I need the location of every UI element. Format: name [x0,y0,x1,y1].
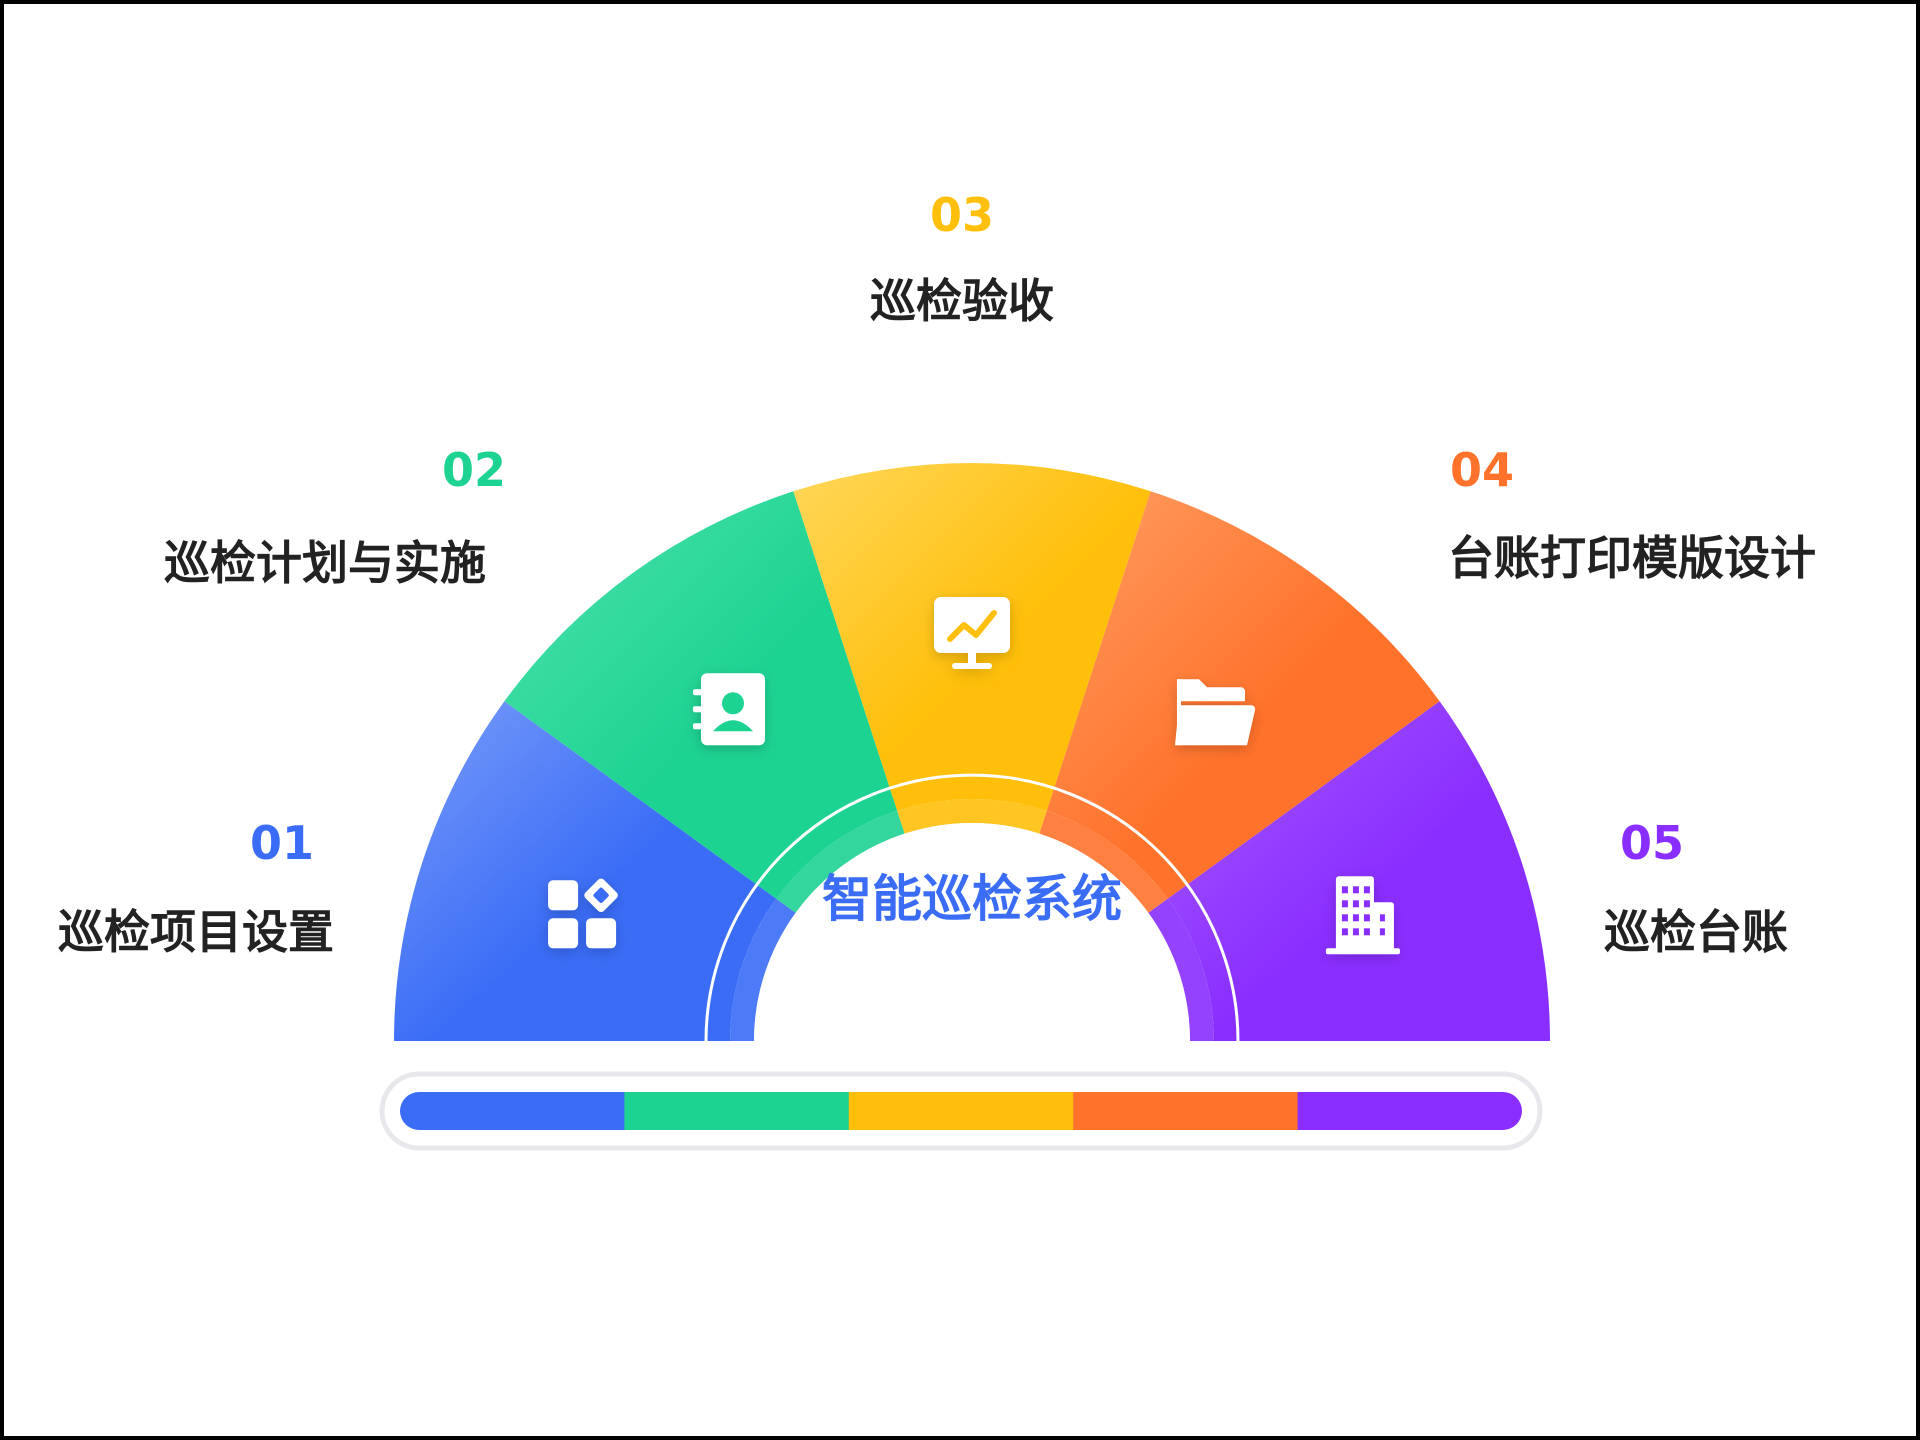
step-number-05: 05 [1620,816,1684,870]
step-number-02: 02 [442,443,506,497]
step-title-01: 巡检项目设置 [58,905,334,959]
folder-open-icon [1174,679,1256,746]
contact-book-icon [693,673,766,746]
step-title-02: 巡检计划与实施 [164,536,486,590]
step-number-03: 03 [930,188,994,242]
inner-band-04 [1039,810,1168,913]
color-bar-segment-01 [400,1092,626,1130]
monitor-chart-icon [934,597,1010,669]
semicircle-diagram: 01巡检项目设置02巡检计划与实施03巡检验收04台账打印模版设计05巡检台账 … [58,188,1816,1151]
segment-01 [394,701,778,1041]
step-title-03: 巡检验收 [870,274,1054,328]
icons-group [548,597,1400,955]
color-bar-segment-03 [848,1092,1075,1130]
inner-ring-group [704,773,1240,1042]
inner-band-05 [1148,898,1214,1041]
color-bar-segment-04 [1073,1092,1299,1130]
step-title-04: 台账打印模版设计 [1448,531,1816,585]
step-number-04: 04 [1450,443,1514,497]
step-title-05: 巡检台账 [1604,905,1788,959]
labels-group: 01 巡检项目设置 02 巡检计划与实施 03 巡检验收 04 台账打印模版设计 05 巡检台账 [58,188,1816,959]
color-bar-segment-02 [624,1092,850,1130]
color-bar-segment-05 [1297,1092,1522,1130]
center-hub [754,823,1190,1041]
center-title: 智能巡检系统 [822,870,1122,928]
step-number-01: 01 [250,816,314,870]
inner-band-03 [897,799,1047,834]
progress-bar-group [379,1071,1543,1151]
apps-icon [548,878,618,949]
inner-band-02 [776,810,905,913]
inner-band-01 [730,898,796,1041]
inner-ring-line [704,773,1240,1042]
building-icon [1325,876,1400,955]
segment-05 [1166,701,1550,1041]
